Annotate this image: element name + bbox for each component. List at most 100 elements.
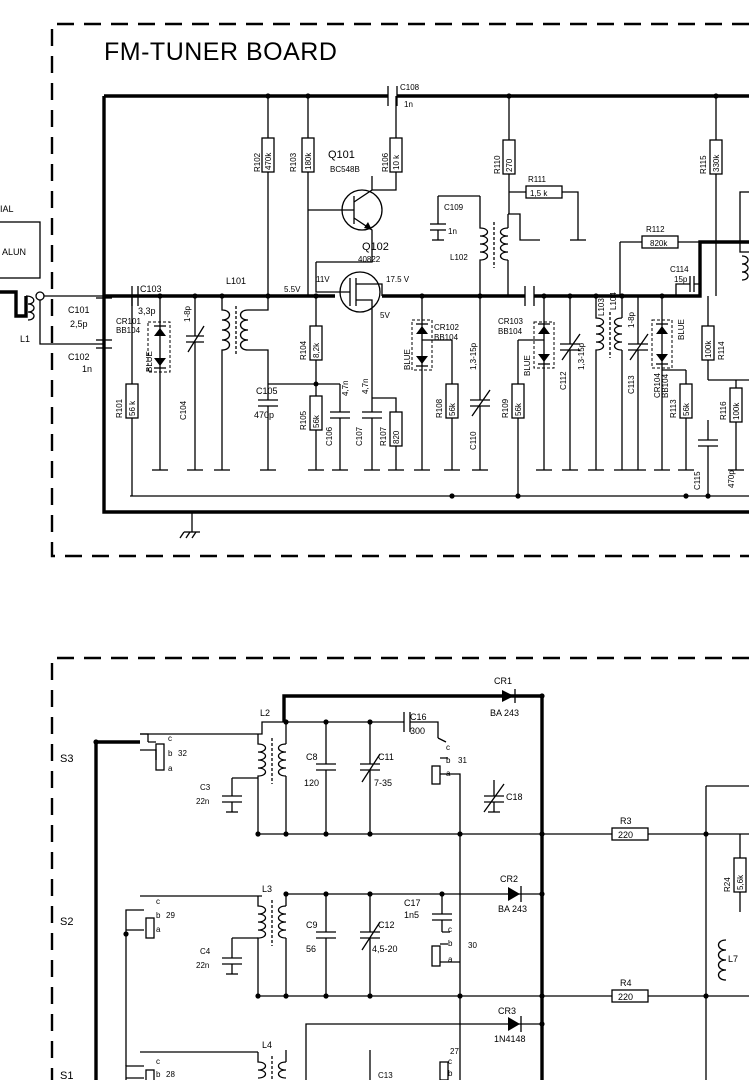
svg-text:BLUE: BLUE xyxy=(523,355,532,376)
capacitor-c4: C4 22n xyxy=(196,937,258,975)
switch-30: c b 30 a xyxy=(431,925,477,967)
capacitor-c11: C11 7-35 xyxy=(360,722,394,834)
diode-cr102: CR102 BB104 BLUE xyxy=(403,296,459,470)
svg-text:1N4148: 1N4148 xyxy=(494,1034,526,1044)
capacitor-bus-coupling xyxy=(524,286,535,306)
svg-text:b: b xyxy=(168,749,173,758)
capacitor-c112: C112 1,3-15p xyxy=(559,296,586,470)
svg-text:56k: 56k xyxy=(682,402,691,416)
svg-text:C114: C114 xyxy=(670,265,689,274)
svg-text:b: b xyxy=(156,1070,161,1079)
svg-text:C107: C107 xyxy=(355,426,364,446)
svg-text:1n5: 1n5 xyxy=(404,910,419,920)
svg-text:3,3p: 3,3p xyxy=(138,306,156,316)
board-outline-top xyxy=(50,22,749,558)
svg-text:CR104: CR104 xyxy=(653,373,662,398)
svg-text:120: 120 xyxy=(304,778,319,788)
svg-text:4,7n: 4,7n xyxy=(341,380,350,396)
svg-text:R111: R111 xyxy=(528,175,546,184)
svg-text:300: 300 xyxy=(410,726,425,736)
inductor-l102: L102 xyxy=(450,196,540,296)
svg-text:32: 32 xyxy=(178,749,187,758)
svg-text:C105: C105 xyxy=(256,386,278,396)
svg-text:C112: C112 xyxy=(559,371,568,390)
resistor-r104: 8,2k R104 xyxy=(299,296,323,384)
svg-text:10 k: 10 k xyxy=(392,154,401,170)
svg-text:L3: L3 xyxy=(262,884,272,894)
transistor-q101: Q101 BC548B xyxy=(308,149,383,244)
svg-text:L101: L101 xyxy=(226,276,246,286)
svg-text:C11: C11 xyxy=(378,752,394,762)
svg-text:56k: 56k xyxy=(312,414,321,428)
resistor-r111: R111 1,5 k xyxy=(509,175,586,241)
svg-text:330k: 330k xyxy=(712,154,721,172)
svg-text:C13: C13 xyxy=(378,1071,393,1080)
svg-text:C108: C108 xyxy=(400,83,420,92)
capacitor-c108: C108 1n xyxy=(387,83,420,109)
inductor-l103: L103 xyxy=(595,296,606,470)
capacitor-c110: 1,3-15p C110 xyxy=(469,296,491,470)
svg-text:56: 56 xyxy=(306,944,316,954)
band-s2: S2 xyxy=(60,916,73,928)
capacitor-c115: C115 470p xyxy=(693,420,736,496)
svg-text:a: a xyxy=(446,769,451,778)
svg-text:CR101: CR101 xyxy=(116,317,141,326)
inductor-l104: L104 xyxy=(609,292,623,470)
capacitor-c18: C18 xyxy=(483,780,523,813)
svg-text:40822: 40822 xyxy=(358,255,381,264)
band-bus-right xyxy=(282,694,544,1080)
svg-text:22n: 22n xyxy=(196,797,209,806)
switch-28: c b 28 xyxy=(125,1057,175,1080)
resistor-r101: 56 k R101 xyxy=(115,296,139,470)
capacitor-c104: 1-8p C104 xyxy=(179,296,205,470)
svg-text:220: 220 xyxy=(618,830,633,840)
svg-text:a: a xyxy=(168,764,173,773)
capacitor-c101: C101 2,5p xyxy=(68,297,112,329)
capacitor-c12: C12 4,5-20 xyxy=(360,894,398,996)
inductor-l101: L101 xyxy=(221,276,269,470)
svg-text:C115: C115 xyxy=(693,471,702,490)
svg-text:BB104: BB104 xyxy=(434,333,459,342)
junction-nodes-bottom xyxy=(93,693,709,1027)
svg-text:R104: R104 xyxy=(299,340,308,360)
resistor-r103: 180k R103 xyxy=(289,96,315,296)
svg-text:4,5-20: 4,5-20 xyxy=(372,944,398,954)
junction-nodes-top xyxy=(157,93,719,499)
inductor-l3: L3 xyxy=(257,884,287,996)
svg-text:2,5p: 2,5p xyxy=(70,319,88,329)
resistor-r113: 56k R113 xyxy=(662,369,693,470)
svg-text:Q102: Q102 xyxy=(362,241,389,253)
svg-text:56 k: 56 k xyxy=(128,400,137,416)
diode-cr1: CR1 BA 243 xyxy=(490,676,519,718)
svg-text:BB104: BB104 xyxy=(661,373,670,398)
inductor-l7: L7 xyxy=(717,939,738,981)
svg-text:8,2k: 8,2k xyxy=(312,342,321,358)
svg-text:R113: R113 xyxy=(669,399,678,418)
svg-text:470k: 470k xyxy=(264,152,273,170)
resistor-r107: 820 R107 xyxy=(372,397,403,470)
svg-text:R109: R109 xyxy=(501,398,510,418)
svg-text:100k: 100k xyxy=(732,402,741,420)
svg-text:1-8p: 1-8p xyxy=(627,311,636,328)
svg-text:BLUE: BLUE xyxy=(403,349,412,370)
capacitor-c16: C16 300 xyxy=(400,712,439,738)
resistor-r110: 270 R110 xyxy=(493,96,516,214)
svg-text:c: c xyxy=(156,897,160,906)
svg-text:1n: 1n xyxy=(448,227,457,236)
svg-text:C113: C113 xyxy=(627,375,636,394)
capacitor-c8: C8 120 xyxy=(286,721,400,834)
svg-text:c: c xyxy=(446,743,450,752)
resistor-r114: 100k R114 xyxy=(701,296,726,380)
svg-text:R24: R24 xyxy=(723,877,732,892)
diode-cr2: CR2 BA 243 xyxy=(498,874,527,914)
svg-text:820k: 820k xyxy=(650,239,668,248)
capacitor-c113: 1-8p C113 xyxy=(627,296,649,470)
svg-text:BB104: BB104 xyxy=(498,327,523,336)
balun-input: IAL ALUN L1 xyxy=(0,204,104,345)
svg-text:1,3-15p: 1,3-15p xyxy=(469,342,478,370)
svg-text:L2: L2 xyxy=(260,708,270,718)
svg-text:31: 31 xyxy=(458,756,467,765)
band-s1: S1 xyxy=(60,1070,73,1080)
capacitor-c114: C114 15p xyxy=(670,265,700,296)
resistor-r112: R112 820k xyxy=(619,225,700,296)
